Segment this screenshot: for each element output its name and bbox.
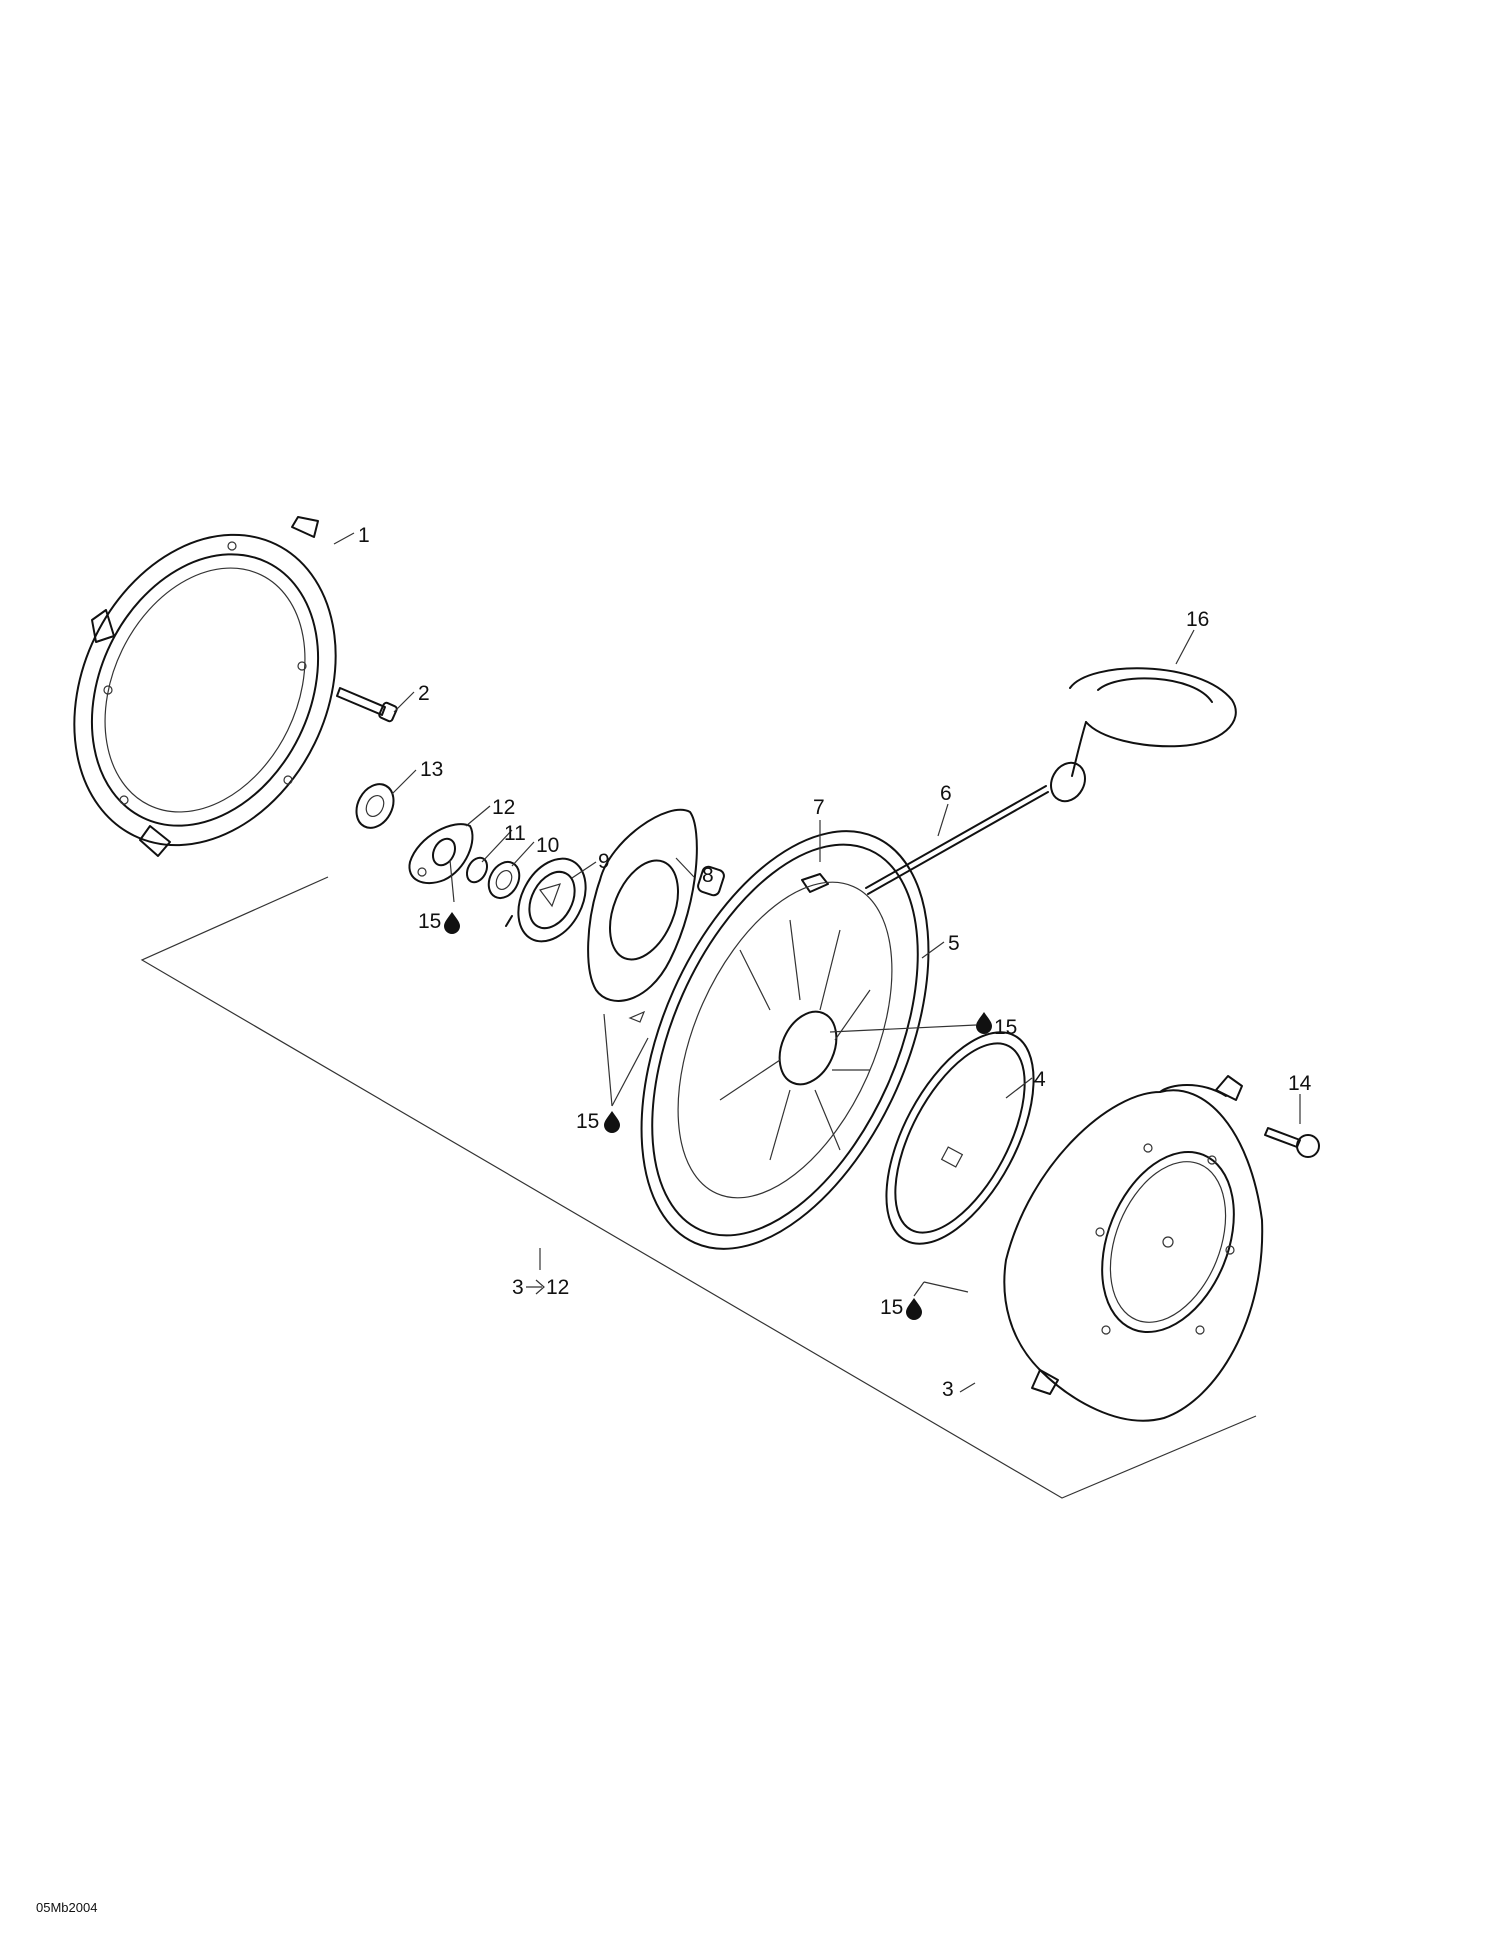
part-10-bushing xyxy=(487,860,521,900)
lube-callout-b-number: 15 xyxy=(576,1110,599,1133)
part-4-recoil-spring xyxy=(885,1031,1035,1245)
part-2-screw xyxy=(336,687,398,723)
callout-5: 5 xyxy=(948,932,960,955)
lube-callout-d: 15 xyxy=(880,1296,922,1320)
part-5-rope-sheave xyxy=(640,830,930,1250)
callout-4: 4 xyxy=(1034,1068,1046,1091)
part-6-rope xyxy=(865,785,1049,895)
lube-callout-c: 15 xyxy=(976,1012,1017,1039)
lube-callout-a-number: 15 xyxy=(418,910,441,933)
part-3-starter-cover xyxy=(1003,1075,1264,1422)
reference-code: 05Mb2004 xyxy=(36,1900,98,1915)
callout-9: 9 xyxy=(598,850,610,873)
part-7-pawl xyxy=(801,873,829,893)
part-1-housing-ring xyxy=(73,516,337,857)
lube-callout-d-number: 15 xyxy=(880,1296,903,1319)
callout-1: 1 xyxy=(358,524,370,547)
callout-16: 16 xyxy=(1186,608,1209,631)
part-12-retainer-plate xyxy=(408,823,474,885)
part-16-handle xyxy=(1050,667,1237,803)
callout-3: 3 xyxy=(942,1378,954,1401)
callout-6: 6 xyxy=(940,782,952,805)
part-9-spring-cam xyxy=(505,857,587,943)
part-14-screw xyxy=(1264,1127,1320,1158)
callout-11: 11 xyxy=(504,822,526,845)
callout-13: 13 xyxy=(420,758,443,781)
callout-12: 12 xyxy=(492,796,515,819)
callout-2: 2 xyxy=(418,682,430,705)
callout-10: 10 xyxy=(536,834,559,857)
kit-callout-from: 3 xyxy=(512,1276,524,1299)
leader-lines xyxy=(333,532,1301,1393)
callout-7: 7 xyxy=(813,796,825,819)
callout-14: 14 xyxy=(1288,1072,1312,1095)
part-13-nut xyxy=(355,783,395,829)
lube-callout-b: 15 xyxy=(576,1110,620,1133)
oil-drop-icon xyxy=(906,1298,922,1320)
lube-callout-c-number: 15 xyxy=(994,1016,1017,1039)
kit-callout: 3 12 xyxy=(512,1276,569,1299)
lube-callout-a: 15 xyxy=(418,910,460,934)
oil-drop-icon xyxy=(604,1111,620,1133)
part-8-pawl-plate xyxy=(587,809,725,1023)
kit-callout-to: 12 xyxy=(546,1276,569,1299)
oil-drop-icon xyxy=(976,1012,992,1034)
kit-bracket-3-to-12 xyxy=(140,876,1257,1499)
oil-drop-icon xyxy=(444,912,460,934)
callout-8: 8 xyxy=(702,864,714,887)
part-11-washer xyxy=(465,856,489,884)
arrow-right-icon xyxy=(526,1279,545,1295)
